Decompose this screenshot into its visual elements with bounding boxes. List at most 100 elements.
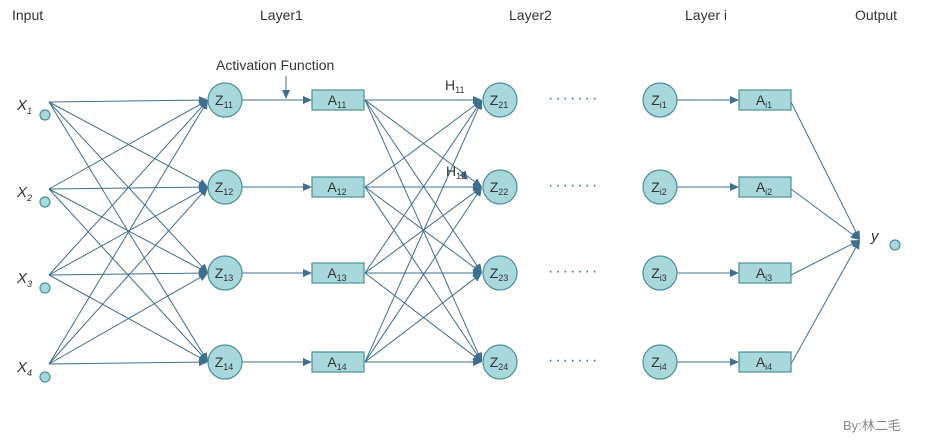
z2-label-3-sub: 23 [498,273,508,283]
input-node-x2 [39,196,51,208]
a1-label-4-sub: 14 [337,362,347,372]
input-label-x4: X4 [16,359,32,378]
h12-pointer [459,169,468,180]
input-node-x3 [39,282,51,294]
edge-ai3-y [790,240,860,276]
z2-label-4-sub: 24 [498,362,508,372]
edge-x3-z12 [48,187,208,276]
a1-label-1: A11 [328,92,347,110]
zi-label-4: Zi4 [651,354,667,372]
output-var-label: y [870,228,880,245]
z1-node-1 [207,82,243,118]
z2-label-4-base: Z [490,354,499,370]
input-label-x3-base: X [16,270,28,287]
credit-label: By:林二毛 [843,418,901,433]
input-node-x4 [39,371,51,383]
header-input: Input [12,7,43,23]
edge-a14-z23 [364,273,482,363]
z2-label-1: Z21 [490,92,509,110]
edge-z13-a13 [242,269,312,277]
labels: X1X2X3X4Z11Z12Z13Z14A11A12A13A14Z21Z22Z2… [16,77,772,378]
edge-ai4-y [790,240,860,365]
edge-zi2-ai2 [677,183,739,191]
z1-label-3-sub: 13 [223,273,233,283]
a1-label-2: A12 [327,179,346,197]
input-label-x3-sub: 3 [27,279,32,289]
activation-function-label: Activation Function [216,57,334,73]
z1-label-2-base: Z [215,179,224,195]
h11-label: H11 [445,77,464,95]
edge-ai2-y [790,188,860,240]
activation-function-pointer [282,76,290,99]
edge-x2-z11 [48,100,208,190]
z1-label-4-sub: 14 [223,362,233,372]
h12-label: H12 [446,163,466,181]
ai-label-2: Ai2 [756,179,772,197]
z1-label-4-base: Z [215,354,224,370]
zi-label-3: Zi3 [651,265,667,283]
input-label-x2-base: X [16,184,28,201]
input-label-x3: X3 [16,270,32,289]
z2-node-3 [482,255,518,291]
a1-box-3 [311,262,365,284]
zi-label-1: Zi1 [651,92,667,110]
z2-node-2 [482,169,518,205]
z2-label-1-sub: 21 [498,100,508,110]
zi-node-4 [642,344,678,380]
a1-box-2 [311,176,365,198]
z2-label-2-sub: 22 [498,187,508,197]
edge-x1-z11 [48,96,208,105]
z1-label-2: Z12 [215,179,234,197]
edge-x4-z12 [48,187,208,365]
zi-node-2 [642,169,678,205]
ellipsis-4: ······· [548,352,599,369]
ai-label-4: Ai4 [756,354,772,372]
z2-label-3-base: Z [490,265,499,281]
input-label-x4-sub: 4 [27,368,32,378]
zi-label-2-sub: i2 [660,187,667,197]
zi-label-4-sub: i4 [660,362,667,372]
input-label-x1: X1 [16,97,32,116]
ai-label-1-base: A [756,92,766,108]
ellipsis-2: ······· [548,177,599,194]
edge-a14-z24 [365,358,482,366]
edge-zi4-ai4 [677,358,739,366]
z1-node-3 [207,255,243,291]
ai-label-4-base: A [756,354,766,370]
a1-label-2-base: A [327,179,337,195]
edge-a14-z22 [364,187,482,363]
z2-label-4: Z24 [490,354,509,372]
edge-x4-z11 [48,100,208,365]
zi-label-3-sub: i3 [660,273,667,283]
z1-label-3: Z13 [215,265,234,283]
a1-label-1-base: A [328,92,338,108]
edge-zi3-ai3 [677,269,739,277]
input-label-x2: X2 [16,184,32,203]
z1-label-1-base: Z [215,92,224,108]
a1-label-4-base: A [327,354,337,370]
ai-label-3-sub: i3 [765,273,772,283]
input-label-x1-base: X [16,97,28,114]
z1-label-2-sub: 12 [223,187,233,197]
edge-a11-z21 [365,96,482,104]
header-layer2: Layer2 [509,7,552,23]
z2-label-2-base: Z [490,179,499,195]
a1-label-4: A14 [327,354,346,372]
h11-label-sub: 11 [455,85,464,95]
input-label-x1-sub: 1 [27,106,32,116]
z1-label-1-sub: 11 [224,100,233,110]
edge-a14-z21 [364,100,482,363]
z2-label-2: Z22 [490,179,509,197]
ai-label-4-sub: i4 [765,362,772,372]
ai-label-1-sub: i1 [765,100,772,110]
a1-box-1 [311,89,365,111]
ai-box-1 [738,89,792,111]
zi-label-1-sub: i1 [660,100,667,110]
header-output: Output [855,7,897,23]
zi-label-2-base: Z [651,179,660,195]
z1-node-4 [207,344,243,380]
edge-z14-a14 [242,358,312,366]
input-label-x2-sub: 2 [26,193,32,203]
a1-label-3-base: A [327,265,337,281]
